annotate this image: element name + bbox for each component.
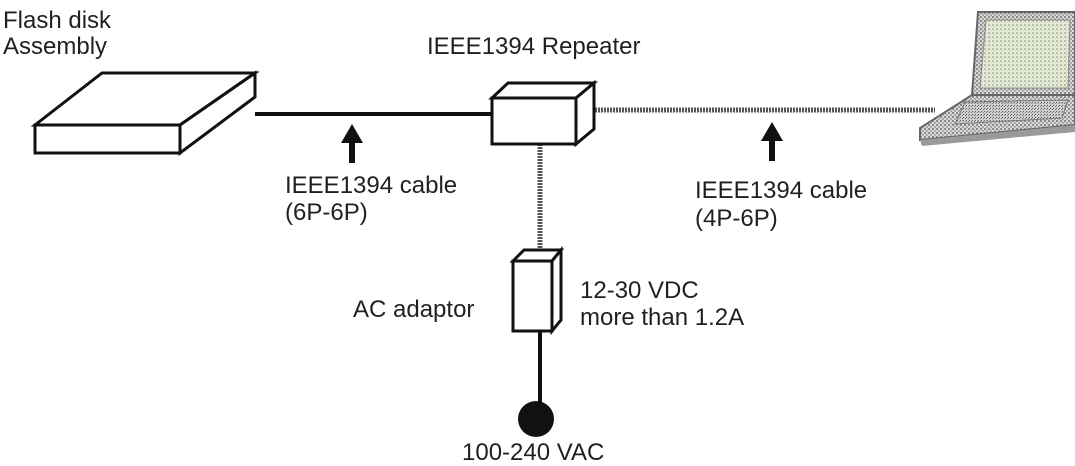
ac-plug-icon bbox=[518, 401, 554, 437]
dc-spec-label-line2: more than 1.2A bbox=[580, 304, 744, 331]
laptop-computer-icon bbox=[919, 11, 1075, 146]
flash-disk-label-line2: Assembly bbox=[3, 33, 107, 60]
ac-input-label: 100-240 VAC bbox=[462, 439, 604, 466]
arrow-right-cable-icon bbox=[761, 122, 783, 161]
flash-disk-assembly bbox=[30, 70, 260, 156]
ac-adaptor-label: AC adaptor bbox=[353, 296, 474, 323]
cable-right-label-line2: (4P-6P) bbox=[695, 205, 778, 232]
ac-adaptor bbox=[509, 245, 565, 336]
cable-right-label-line1: IEEE1394 cable bbox=[695, 177, 867, 204]
cable-left-label-line1: IEEE1394 cable bbox=[285, 172, 457, 199]
ieee1394-repeater bbox=[488, 79, 599, 148]
cable-left-label-line2: (6P-6P) bbox=[285, 199, 368, 226]
repeater-label: IEEE1394 Repeater bbox=[427, 33, 640, 60]
dc-spec-label-line1: 12-30 VDC bbox=[580, 277, 699, 304]
arrow-left-cable-icon bbox=[341, 124, 363, 163]
flash-disk-label-line1: Flash disk bbox=[3, 7, 112, 34]
